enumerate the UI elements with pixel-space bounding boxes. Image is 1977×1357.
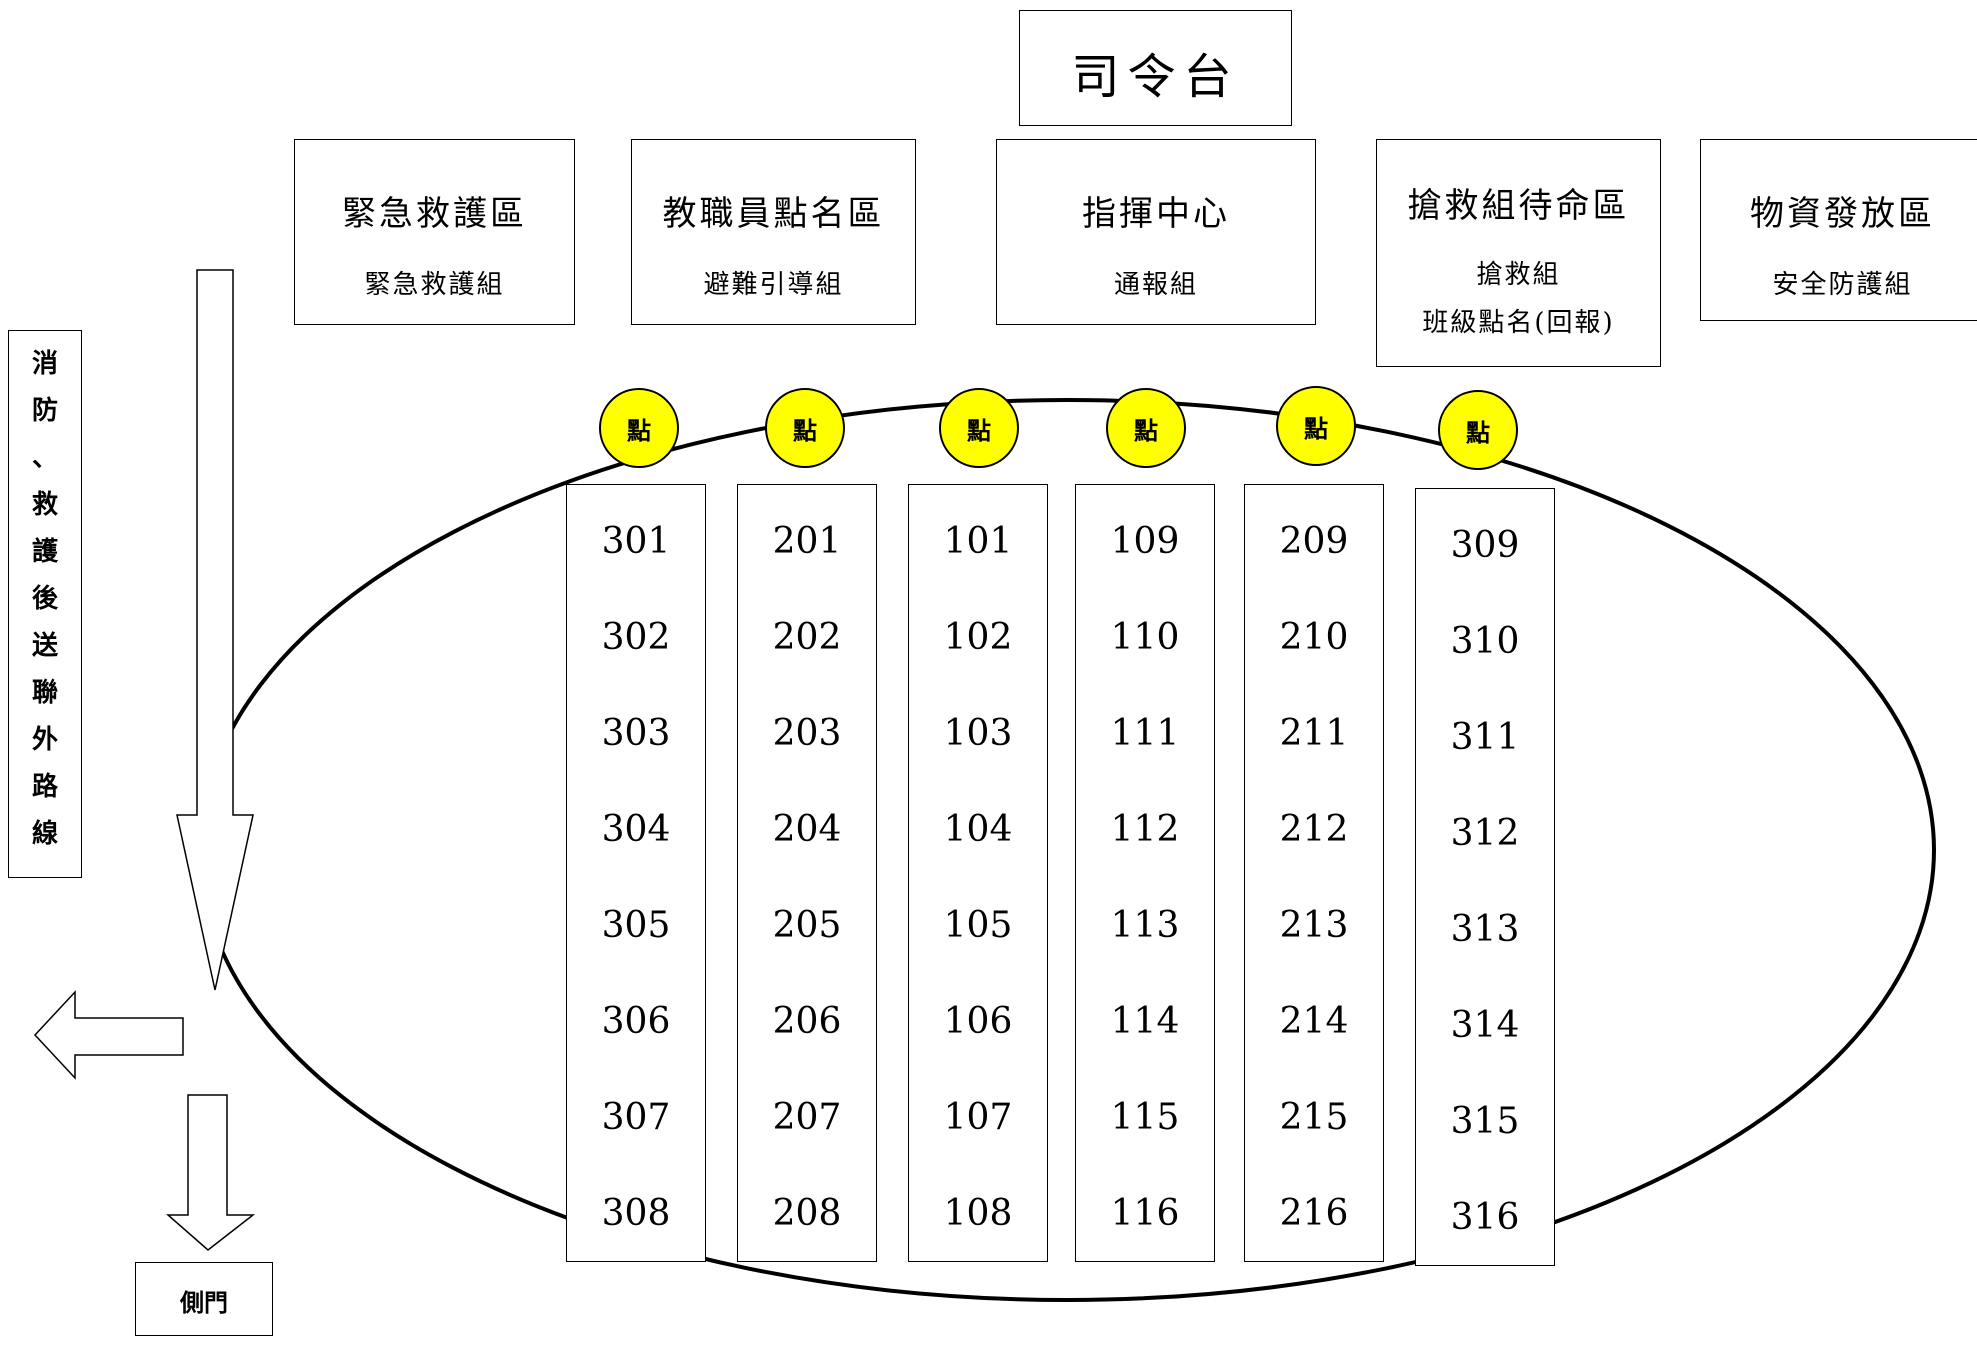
class-cell: 311: [1450, 717, 1520, 758]
zone-supply-distribution: 物資發放區 安全防護組: [1700, 139, 1977, 321]
class-cell: 208: [772, 1193, 842, 1234]
zone-title: 教職員點名區: [662, 194, 885, 234]
class-cell: 110: [1110, 617, 1180, 658]
class-cell: 307: [601, 1097, 671, 1138]
class-cell: 106: [943, 1001, 1013, 1042]
zone-staff-roll-call: 教職員點名區 避難引導組: [631, 139, 916, 325]
stage-box: 司令台: [1019, 10, 1292, 126]
class-cell: 202: [772, 617, 842, 658]
class-cell: 111: [1110, 713, 1180, 754]
zone-subtitle: 安全防護組: [1772, 270, 1913, 300]
zone-title: 緊急救護區: [342, 194, 527, 234]
class-cell: 213: [1279, 905, 1349, 946]
class-cell: 302: [601, 617, 671, 658]
route-label-char: 護: [31, 537, 58, 567]
class-cell: 107: [943, 1097, 1013, 1138]
class-cell: 108: [943, 1193, 1013, 1234]
class-cell: 109: [1110, 521, 1180, 562]
class-cell: 315: [1450, 1101, 1520, 1142]
zone-subtitle: 搶救組: [1476, 260, 1561, 290]
class-cell: 207: [772, 1097, 842, 1138]
class-cell: 304: [601, 809, 671, 850]
class-column-2xx-a: 201 202 203 204 205 206 207 208: [737, 484, 877, 1262]
class-cell: 105: [943, 905, 1013, 946]
route-label-box: 消 防 、 救 護 後 送 聯 外 路 線: [8, 330, 82, 878]
class-cell: 306: [601, 1001, 671, 1042]
roll-call-point: 點: [765, 388, 845, 468]
class-cell: 201: [772, 521, 842, 562]
zone-title: 指揮中心: [1082, 194, 1230, 234]
route-label-char: 聯: [31, 678, 58, 708]
class-cell: 310: [1450, 621, 1520, 662]
side-gate-label: 側門: [180, 1289, 228, 1317]
class-cell: 104: [943, 809, 1013, 850]
sports-field-ellipse: [198, 398, 1936, 1302]
zone-rescue-standby: 搶救組待命區 搶救組 班級點名(回報): [1376, 139, 1661, 367]
exit-left-arrow: [33, 990, 184, 1080]
class-cell: 204: [772, 809, 842, 850]
class-cell: 305: [601, 905, 671, 946]
route-label-char: 防: [31, 396, 58, 426]
class-cell: 214: [1279, 1001, 1349, 1042]
zone-subtitle: 緊急救護組: [364, 270, 505, 300]
route-label-char: 外: [31, 725, 58, 755]
class-column-1xx-a: 101 102 103 104 105 106 107 108: [908, 484, 1048, 1262]
route-label-char: 救: [31, 490, 58, 520]
class-cell: 314: [1450, 1005, 1520, 1046]
roll-call-point: 點: [1276, 386, 1356, 466]
class-column-3xx-a: 301 302 303 304 305 306 307 308: [566, 484, 706, 1262]
class-column-1xx-b: 109 110 111 112 113 114 115 116: [1075, 484, 1215, 1262]
zone-title: 物資發放區: [1750, 194, 1935, 234]
route-label-char: 、: [31, 443, 58, 473]
route-label-char: 送: [31, 631, 58, 661]
class-cell: 209: [1279, 521, 1349, 562]
route-label-char: 路: [31, 772, 58, 802]
zone-title: 搶救組待命區: [1407, 186, 1630, 226]
class-cell: 115: [1110, 1097, 1180, 1138]
class-cell: 113: [1110, 905, 1180, 946]
side-gate-down-arrow: [166, 1094, 256, 1251]
class-cell: 212: [1279, 809, 1349, 850]
class-cell: 205: [772, 905, 842, 946]
route-label-char: 線: [31, 819, 58, 849]
evacuation-route-down-arrow: [176, 269, 254, 991]
class-cell: 215: [1279, 1097, 1349, 1138]
class-cell: 112: [1110, 809, 1180, 850]
class-cell: 211: [1279, 713, 1349, 754]
route-label-char: 消: [31, 349, 58, 379]
class-cell: 101: [943, 521, 1013, 562]
roll-call-point: 點: [599, 388, 679, 468]
class-cell: 308: [601, 1193, 671, 1234]
class-cell: 203: [772, 713, 842, 754]
class-cell: 114: [1110, 1001, 1180, 1042]
zone-subtitle: 避難引導組: [703, 270, 844, 300]
class-column-3xx-b: 309 310 311 312 313 314 315 316: [1415, 488, 1555, 1266]
class-cell: 312: [1450, 813, 1520, 854]
route-label-char: 後: [31, 584, 58, 614]
stage-label: 司令台: [1071, 49, 1240, 105]
zone-subtitle: 班級點名(回報): [1422, 308, 1615, 338]
side-gate-box: 側門: [135, 1262, 273, 1336]
class-cell: 102: [943, 617, 1013, 658]
class-cell: 316: [1450, 1197, 1520, 1238]
zone-subtitle: 通報組: [1113, 270, 1198, 300]
class-cell: 216: [1279, 1193, 1349, 1234]
class-cell: 309: [1450, 525, 1520, 566]
roll-call-point: 點: [1106, 388, 1186, 468]
class-column-2xx-b: 209 210 211 212 213 214 215 216: [1244, 484, 1384, 1262]
zone-command-center: 指揮中心 通報組: [996, 139, 1316, 325]
class-cell: 210: [1279, 617, 1349, 658]
roll-call-point: 點: [1438, 390, 1518, 470]
class-cell: 313: [1450, 909, 1520, 950]
class-cell: 303: [601, 713, 671, 754]
zone-emergency-care: 緊急救護區 緊急救護組: [294, 139, 575, 325]
class-cell: 206: [772, 1001, 842, 1042]
roll-call-point: 點: [939, 388, 1019, 468]
class-cell: 116: [1110, 1193, 1180, 1234]
class-cell: 103: [943, 713, 1013, 754]
class-cell: 301: [601, 521, 671, 562]
